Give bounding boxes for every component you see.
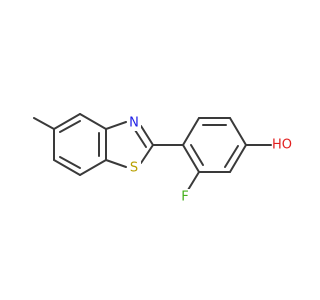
atom-fluorine: F bbox=[178, 189, 192, 205]
bond-benzo-5-double bbox=[59, 156, 81, 169]
bond-c-f bbox=[187, 171, 200, 191]
bond-benzo-4 bbox=[79, 159, 107, 176]
molecule-structure-diagram: N S F HO bbox=[33, 113, 293, 205]
nitrogen-label: N bbox=[129, 116, 139, 131]
bond-n-c2-b bbox=[134, 129, 147, 148]
bond-ph-1 bbox=[182, 117, 200, 146]
bond-benzo-1 bbox=[53, 113, 81, 130]
bond-c-n bbox=[105, 121, 127, 130]
bond-c2-s bbox=[140, 144, 154, 164]
bond-ph-4 bbox=[229, 144, 247, 173]
sulfur-label: S bbox=[130, 161, 138, 176]
bond-layer bbox=[33, 113, 272, 191]
bond-benzo-2 bbox=[79, 113, 107, 130]
bond-s-c bbox=[105, 159, 127, 168]
hydroxyl-label: HO bbox=[272, 138, 292, 153]
fluorine-label: F bbox=[181, 190, 188, 205]
atom-label-layer: N S F HO bbox=[127, 115, 293, 205]
bond-ph-6 bbox=[182, 144, 200, 173]
bond-n-c2-a bbox=[140, 125, 154, 146]
bond-ph-6-double bbox=[190, 144, 204, 166]
bond-ph-4-double bbox=[224, 145, 239, 168]
atom-nitrogen: N bbox=[127, 115, 141, 131]
bond-benzo-1-double bbox=[59, 120, 81, 133]
atom-sulfur: S bbox=[127, 160, 141, 176]
bond-benzo-5 bbox=[53, 159, 81, 176]
bond-ph-3 bbox=[229, 117, 247, 146]
bond-methyl bbox=[33, 117, 55, 130]
atom-hydroxyl: HO bbox=[272, 137, 293, 153]
